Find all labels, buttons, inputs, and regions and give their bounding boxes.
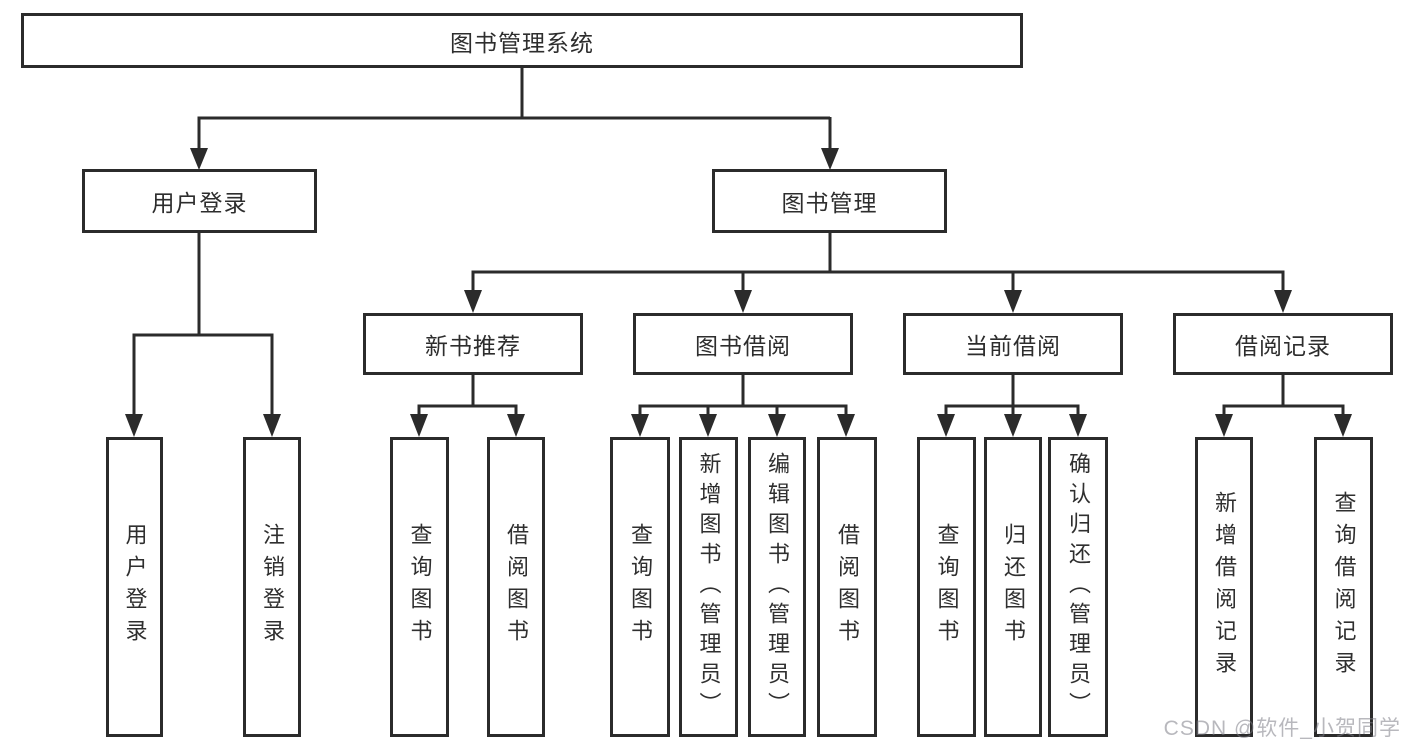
node-user-login: 用户登录 (82, 169, 317, 233)
node-borrow-records: 借阅记录 (1173, 313, 1393, 375)
leaf-add-borrow-record-label: 新增借阅记录 (1212, 491, 1237, 683)
node-new-book-recommend-label: 新书推荐 (425, 333, 521, 359)
leaf-borrow-book-borrow-label: 借阅图书 (835, 523, 860, 651)
node-book-management-label: 图书管理 (781, 190, 878, 216)
node-book-borrow: 图书借阅 (633, 313, 853, 375)
node-new-book-recommend: 新书推荐 (363, 313, 583, 375)
leaf-user-login-label: 用户登录 (122, 523, 148, 651)
leaf-edit-book-admin-label: 编辑图书（管理员） (765, 452, 790, 722)
leaf-logout-login: 注销登录 (243, 437, 301, 737)
node-borrow-records-label: 借阅记录 (1235, 333, 1331, 359)
node-book-borrow-label: 图书借阅 (695, 333, 791, 359)
leaf-query-book-borrow: 查询图书 (610, 437, 670, 737)
leaf-borrow-book-recommend-label: 借阅图书 (504, 523, 529, 651)
leaf-query-book-borrow-label: 查询图书 (628, 523, 653, 651)
node-root: 图书管理系统 (21, 13, 1023, 68)
leaf-query-book-recommend-label: 查询图书 (407, 523, 433, 651)
node-root-label: 图书管理系统 (450, 29, 594, 56)
leaf-add-borrow-record: 新增借阅记录 (1195, 437, 1253, 737)
node-book-management: 图书管理 (712, 169, 947, 233)
leaf-borrow-book-borrow: 借阅图书 (817, 437, 877, 737)
leaf-query-book-recommend: 查询图书 (390, 437, 449, 737)
leaf-borrow-book-recommend: 借阅图书 (487, 437, 545, 737)
leaf-return-book: 归还图书 (984, 437, 1042, 737)
leaf-edit-book-admin: 编辑图书（管理员） (748, 437, 806, 737)
leaf-query-book-current: 查询图书 (917, 437, 976, 737)
watermark: CSDN @软件_小贺同学 (1163, 717, 1401, 740)
leaf-confirm-return-admin-label: 确认归还（管理员） (1066, 452, 1091, 722)
node-current-borrow-label: 当前借阅 (965, 333, 1061, 359)
leaf-add-book-admin: 新增图书（管理员） (679, 437, 738, 737)
leaf-user-login: 用户登录 (106, 437, 163, 737)
leaf-logout-login-label: 注销登录 (260, 523, 285, 651)
node-current-borrow: 当前借阅 (903, 313, 1123, 375)
leaf-confirm-return-admin: 确认归还（管理员） (1048, 437, 1108, 737)
node-user-login-label: 用户登录 (151, 190, 248, 216)
leaf-add-book-admin-label: 新增图书（管理员） (696, 452, 722, 722)
leaf-return-book-label: 归还图书 (1001, 523, 1026, 651)
leaf-query-borrow-record-label: 查询借阅记录 (1331, 491, 1357, 683)
leaf-query-book-current-label: 查询图书 (934, 523, 960, 651)
leaf-query-borrow-record: 查询借阅记录 (1314, 437, 1373, 737)
